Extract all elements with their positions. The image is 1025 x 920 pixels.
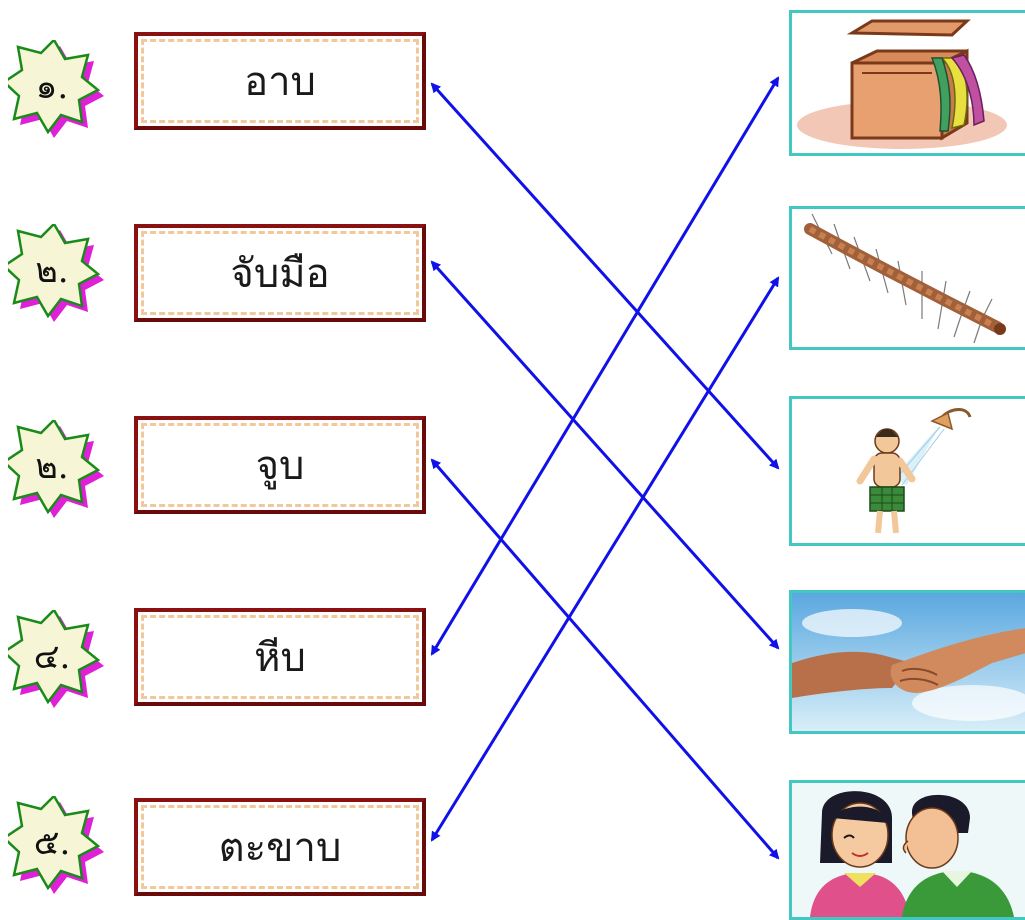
chest-picture	[797, 19, 1007, 149]
number-label: ๑.	[35, 67, 69, 107]
match-line-5	[430, 276, 780, 842]
match-line-4	[430, 76, 780, 656]
number-badge-1: ๑.	[8, 40, 108, 140]
number-badge-3: ๒.	[8, 420, 108, 520]
word-label: ตะขาบ	[218, 825, 342, 871]
shower-picture	[856, 408, 972, 534]
word-box-3[interactable]: จูบ	[134, 416, 426, 514]
picture-box-5[interactable]	[789, 780, 1025, 920]
number-badge-5: ๕.	[8, 796, 108, 896]
star-shape	[8, 40, 101, 135]
star-shape	[8, 796, 101, 891]
star-shape	[8, 224, 101, 319]
picture-box-4[interactable]	[789, 590, 1025, 734]
word-box-1[interactable]: อาบ	[134, 32, 426, 130]
word-label: จับมือ	[230, 251, 330, 297]
word-label: จูบ	[255, 443, 305, 489]
kiss-picture	[792, 783, 1025, 917]
word-label: หีบ	[254, 635, 306, 681]
word-box-4[interactable]: หีบ	[134, 608, 426, 706]
number-label: ๒.	[35, 447, 69, 487]
number-badge-2: ๒.	[8, 224, 108, 324]
picture-box-2[interactable]	[789, 206, 1025, 350]
number-label: ๒.	[35, 251, 69, 291]
match-line-3	[430, 458, 780, 860]
star-shape	[8, 420, 101, 515]
match-line-1	[430, 82, 780, 470]
centipede-picture	[804, 213, 1006, 344]
number-label: ๔.	[33, 637, 71, 677]
match-line-2	[430, 260, 780, 650]
word-box-2[interactable]: จับมือ	[134, 224, 426, 322]
picture-box-3[interactable]	[789, 396, 1025, 546]
word-box-5[interactable]: ตะขาบ	[134, 798, 426, 896]
word-label: อาบ	[244, 59, 316, 105]
number-label: ๕.	[33, 823, 71, 863]
picture-box-1[interactable]	[789, 10, 1025, 156]
handshake-picture	[792, 593, 1025, 731]
star-shape	[8, 610, 101, 705]
number-badge-4: ๔.	[8, 610, 108, 710]
